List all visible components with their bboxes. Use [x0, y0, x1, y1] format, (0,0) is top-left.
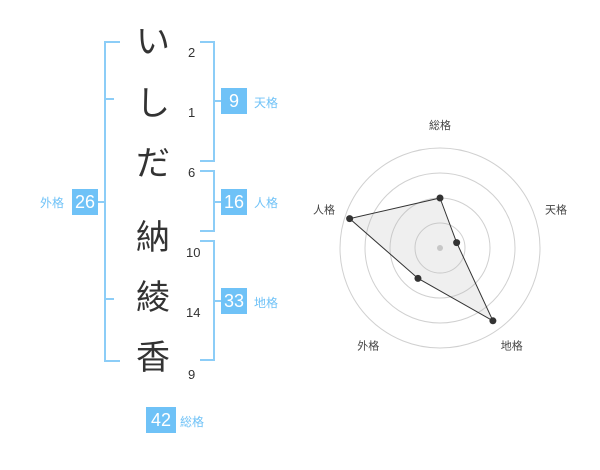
soukaku-badge: 42: [146, 407, 176, 433]
stroke-count: 14: [186, 305, 201, 320]
gaikaku-bracket-tick: [104, 98, 114, 100]
radar-grid-ring: [364, 172, 516, 324]
radar-axis-label: 総格: [429, 118, 451, 132]
chikaku-bracket: [200, 240, 215, 361]
radar-axis-label: 人格: [313, 202, 335, 216]
jinkaku-label: 人格: [254, 196, 279, 210]
radar-point: [436, 194, 444, 202]
radar-center-dot: [437, 245, 443, 251]
radar-point: [453, 239, 461, 247]
radar-grid-ring: [339, 147, 541, 349]
name-char: だ: [136, 144, 170, 184]
radar-axis-label: 外格: [357, 339, 379, 353]
tenkaku-label: 天格: [254, 96, 279, 110]
stroke-count: 10: [186, 245, 201, 260]
radar-axis-label: 天格: [545, 202, 567, 216]
jinkaku-connector: [215, 201, 221, 203]
chikaku-label: 地格: [254, 296, 279, 310]
name-char: い: [136, 22, 170, 62]
stroke-count: 2: [188, 45, 196, 60]
stroke-count: 9: [188, 367, 196, 382]
radar-point: [346, 215, 354, 223]
radar-point: [414, 274, 422, 282]
name-char: し: [136, 84, 170, 124]
radar-axis-label: 地格: [501, 339, 523, 353]
gaikaku-connector: [96, 201, 104, 203]
stroke-count: 6: [188, 165, 196, 180]
name-char: 香: [136, 338, 170, 378]
radar-point: [489, 317, 497, 325]
tenkaku-connector: [215, 100, 221, 102]
tenkaku-badge: 9: [221, 88, 247, 114]
radar-grid-ring: [414, 222, 466, 274]
name-char: 納: [136, 218, 170, 258]
gaikaku-bracket-tick: [104, 298, 114, 300]
gaikaku-badge: 26: [72, 189, 98, 215]
gaikaku-label: 外格: [40, 196, 65, 210]
radar-series-area: [348, 197, 495, 323]
stroke-count: 1: [188, 105, 196, 120]
chikaku-connector: [215, 300, 221, 302]
jinkaku-bracket: [200, 170, 215, 232]
chikaku-badge: 33: [221, 288, 247, 314]
tenkaku-bracket: [200, 41, 215, 162]
gaikaku-bracket: [104, 41, 120, 362]
name-char: 綾: [136, 278, 170, 318]
soukaku-label: 総格: [180, 415, 205, 429]
jinkaku-badge: 16: [221, 189, 247, 215]
